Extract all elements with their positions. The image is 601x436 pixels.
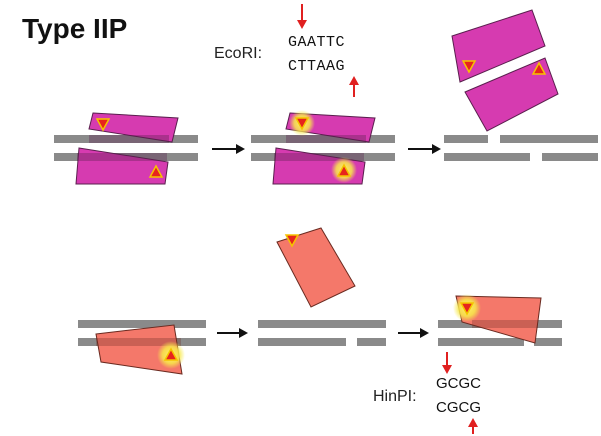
active-site-triangle (336, 163, 352, 177)
released-enzyme-subunit (451, 9, 546, 83)
active-site-triangle (148, 164, 164, 178)
ecori-sequence-block: EcoRI: GAATTC CTTAAG (214, 4, 359, 97)
ecori-bottom-strand: CTTAAG (288, 58, 345, 75)
row1-panel3 (444, 9, 598, 161)
nicked-dna (258, 320, 386, 346)
row2-panel2 (258, 227, 386, 346)
released-enzyme-monomer (276, 227, 356, 308)
active-site-triangle (163, 347, 179, 361)
hinpi-label: HinPI: (373, 388, 417, 405)
active-site-triangle (531, 61, 547, 75)
hinpi-top-cut-arrow (442, 352, 452, 374)
row2-panel3 (438, 294, 562, 346)
row1-panel2 (251, 110, 395, 185)
enzyme-subunit-lower (75, 147, 169, 185)
step-arrow (398, 328, 429, 338)
active-site-triangle (95, 118, 111, 132)
ecori-top-cut-arrow (297, 4, 307, 29)
hinpi-sequence-block: HinPI: GCGC CGCG (373, 352, 481, 434)
released-enzyme-subunit (464, 57, 559, 132)
step-arrow (217, 328, 248, 338)
row2-panel1 (78, 320, 206, 375)
active-site-triangle (284, 234, 300, 248)
step-arrow (408, 144, 441, 154)
active-site-triangle (459, 302, 475, 316)
diagram-title: Type IIP (22, 13, 127, 44)
ecori-label: EcoRI: (214, 45, 262, 62)
ecori-top-strand: GAATTC (288, 34, 345, 51)
enzyme-subunit-upper (88, 112, 179, 143)
active-site-triangle (461, 60, 477, 74)
active-site-triangle (294, 117, 310, 131)
step-arrow (212, 144, 245, 154)
cleaved-dna (444, 135, 598, 161)
hinpi-bottom-strand: CGCG (436, 399, 481, 416)
ecori-bottom-cut-arrow (349, 76, 359, 97)
row1-panel1 (54, 112, 198, 185)
hinpi-top-strand: GCGC (436, 375, 481, 392)
hinpi-bottom-cut-arrow (468, 418, 478, 434)
